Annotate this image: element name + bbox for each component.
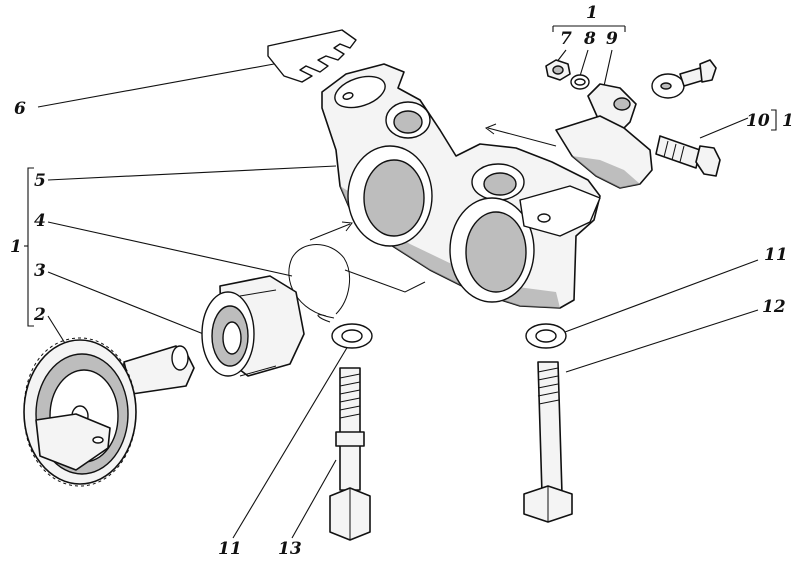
- assembly-arrows: [309, 123, 557, 293]
- label-6: 6: [14, 99, 26, 119]
- label-3: 3: [34, 261, 46, 281]
- bolt-12: [523, 361, 573, 523]
- leader-11-bottom: [232, 345, 349, 539]
- leader-10: [699, 117, 749, 139]
- stud-13: [329, 367, 371, 541]
- callout-labels: 1 7 8 9 6 10 1 5 4 1 3 2 11 12 11 13: [10, 3, 794, 559]
- group-bracket-left: [24, 167, 34, 327]
- label-1-top: 1: [586, 3, 598, 23]
- label-10: 10: [746, 111, 770, 131]
- leader-8: [579, 49, 589, 77]
- housing-5: [321, 63, 601, 309]
- label-5: 5: [34, 171, 46, 191]
- label-7: 7: [560, 29, 572, 49]
- leader-13: [291, 459, 337, 539]
- leader-5: [47, 165, 337, 181]
- group-bracket-top: [552, 25, 626, 32]
- small-screw: [679, 59, 717, 87]
- leader-9: [603, 49, 613, 87]
- leader-3: [47, 271, 207, 336]
- flat-washer: [651, 73, 685, 99]
- leader-lines: [37, 49, 759, 539]
- label-11-bottom: 11: [218, 539, 242, 559]
- leader-4: [47, 221, 293, 277]
- shim-plate-6: [267, 29, 357, 83]
- group-bracket-10: [771, 109, 777, 131]
- bearing-3: [201, 275, 305, 377]
- label-2: 2: [33, 305, 46, 325]
- nut-7: [545, 59, 571, 81]
- washer-11-right: [525, 323, 567, 349]
- bolt-10: [655, 135, 721, 177]
- label-4: 4: [34, 211, 46, 231]
- label-13: 13: [278, 539, 302, 559]
- spring-washer-8: [570, 74, 590, 90]
- leader-12: [565, 309, 759, 373]
- washer-11-left: [331, 323, 373, 349]
- gear-shaft-2: [23, 337, 195, 487]
- leader-11-right: [564, 259, 759, 333]
- label-8: 8: [583, 29, 596, 49]
- label-9: 9: [606, 29, 618, 49]
- label-1-left: 1: [10, 237, 22, 257]
- clamp-9: [555, 83, 653, 189]
- leader-6: [37, 63, 275, 108]
- label-12: 12: [762, 297, 786, 317]
- label-11-right: 11: [764, 245, 788, 265]
- label-10-group: 1: [782, 111, 794, 131]
